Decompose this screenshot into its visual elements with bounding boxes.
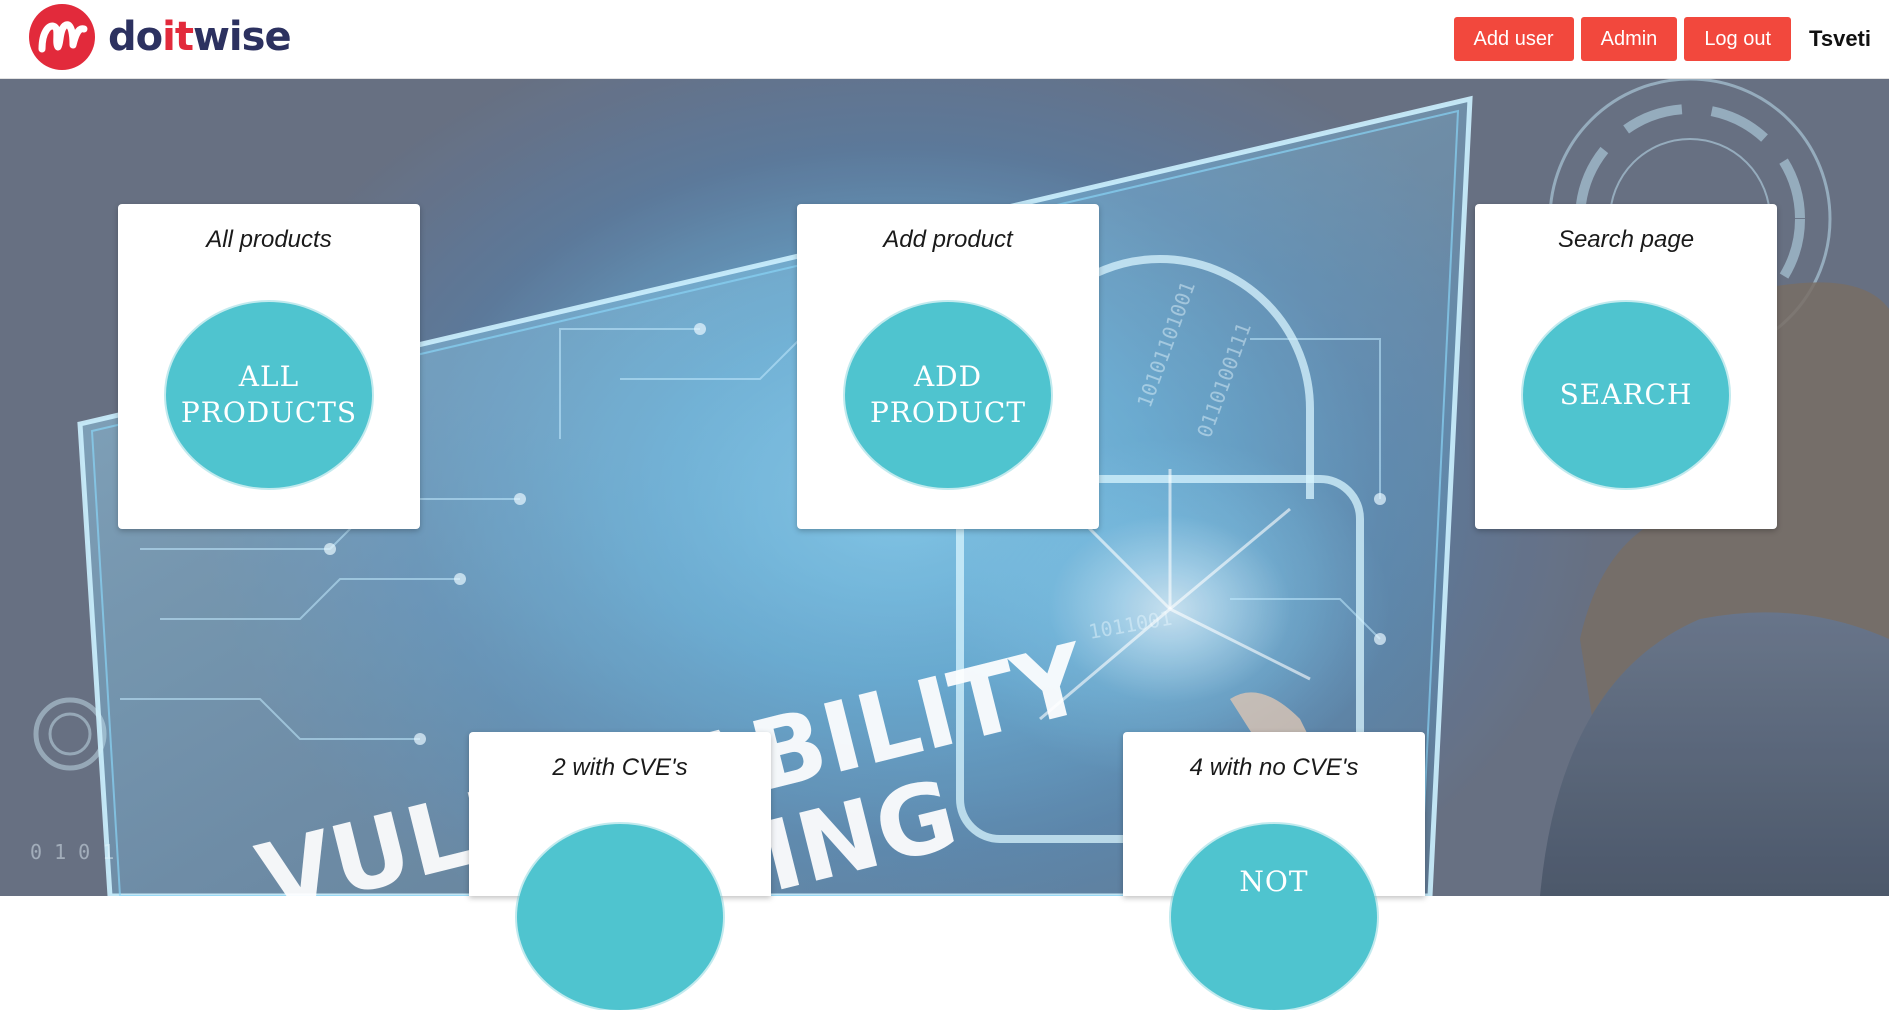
current-user-name: Tsveti [1809, 26, 1871, 51]
no-cve-button-label: NOT [1239, 865, 1309, 898]
all-products-card: All products ALL PRODUCTS [118, 204, 420, 529]
logo-accent: it [162, 14, 194, 60]
logo-suffix: wise [192, 14, 292, 60]
search-button-label: SEARCH [1559, 378, 1693, 411]
all-products-button-label: ALL PRODUCTS [180, 360, 358, 429]
logout-button[interactable]: Log out [1684, 17, 1792, 61]
header-nav: Add user Admin Log out Tsveti [1447, 17, 1871, 61]
search-page-card: Search page SEARCH [1475, 204, 1777, 529]
svg-text:0 1 0 1: 0 1 0 1 [30, 840, 114, 864]
with-cve-card-title: 2 with CVE's [552, 754, 688, 781]
no-cve-card-title: 4 with no CVE's [1189, 754, 1359, 781]
add-product-button-label: ADD PRODUCT [869, 360, 1027, 429]
logo-prefix: do [108, 14, 163, 60]
logo-wordmark: doitwise [108, 14, 292, 60]
add-product-button[interactable]: ADD PRODUCT [845, 302, 1051, 488]
doitwise-logo[interactable]: doitwise [28, 2, 292, 72]
all-products-button[interactable]: ALL PRODUCTS [166, 302, 372, 488]
add-product-card-title: Add product [883, 226, 1013, 253]
with-cve-card: 2 with CVE's [469, 732, 771, 1010]
no-cve-card: 4 with no CVE's NOT [1123, 732, 1425, 1010]
search-page-card-title: Search page [1557, 226, 1695, 253]
admin-button[interactable]: Admin [1580, 17, 1678, 61]
all-products-card-title: All products [206, 226, 332, 253]
add-product-card: Add product ADD PRODUCT [797, 204, 1099, 529]
doitwise-logo-mark-icon [29, 4, 95, 70]
add-user-button[interactable]: Add user [1453, 17, 1574, 61]
top-header: doitwise Add user Admin Log out Tsveti [0, 0, 1889, 79]
with-cve-button[interactable] [517, 824, 723, 1010]
search-button[interactable]: SEARCH [1523, 302, 1729, 488]
no-cve-button[interactable]: NOT [1171, 824, 1377, 1010]
